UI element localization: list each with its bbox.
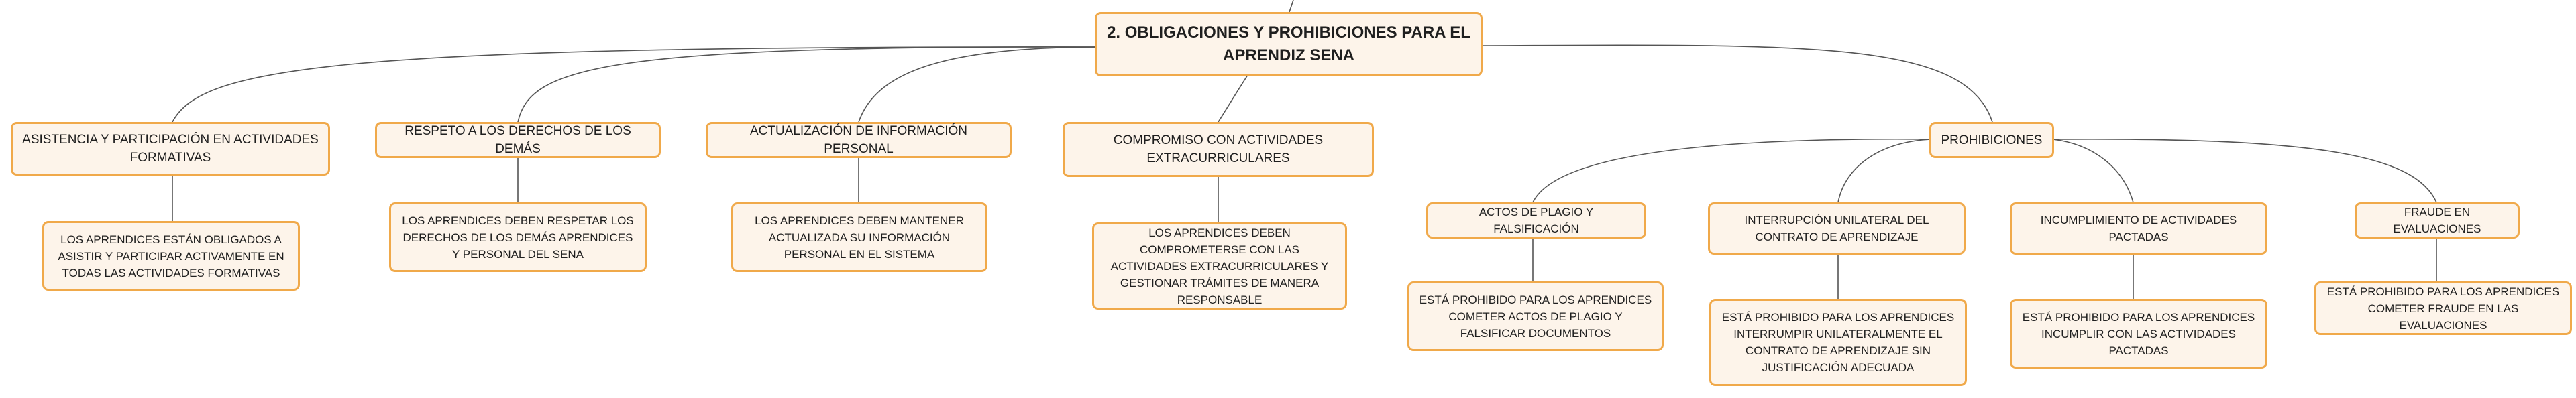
- branch-actualizacion[interactable]: ACTUALIZACIÓN DE INFORMACIÓN PERSONAL: [706, 122, 1012, 158]
- prohib-plagio[interactable]: ACTOS DE PLAGIO Y FALSIFICACIÓN: [1426, 202, 1646, 239]
- detail-fraude[interactable]: ESTÁ PROHIBIDO PARA LOS APRENDICES COMET…: [2314, 281, 2572, 335]
- edge-prohib-interrupcion: [1837, 139, 1931, 203]
- prohib-plagio-label: ACTOS DE PLAGIO Y FALSIFICACIÓN: [1479, 206, 1594, 235]
- root-label: 2. OBLIGACIONES Y PROHIBICIONES PARA EL …: [1107, 23, 1470, 64]
- detail-fraude-text: ESTÁ PROHIBIDO PARA LOS APRENDICES COMET…: [2326, 285, 2560, 332]
- detail-plagio[interactable]: ESTÁ PROHIBIDO PARA LOS APRENDICES COMET…: [1407, 281, 1664, 351]
- detail-asistencia[interactable]: LOS APRENDICES ESTÁN OBLIGADOS A ASISTIR…: [42, 221, 300, 291]
- branch-respeto[interactable]: RESPETO A LOS DERECHOS DE LOS DEMÁS: [375, 122, 661, 158]
- edge-top-stub: [1289, 0, 1294, 13]
- prohib-interrupcion[interactable]: INTERRUPCIÓN UNILATERAL DEL CONTRATO DE …: [1708, 202, 1966, 255]
- prohib-fraude[interactable]: FRAUDE EN EVALUACIONES: [2355, 202, 2520, 239]
- edge-root-compromiso: [1218, 74, 1248, 123]
- branch-prohibiciones-label: PROHIBICIONES: [1941, 133, 2043, 147]
- detail-plagio-text: ESTÁ PROHIBIDO PARA LOS APRENDICES COMET…: [1419, 293, 1652, 340]
- prohib-incumplimiento[interactable]: INCUMPLIMIENTO DE ACTIVIDADES PACTADAS: [2010, 202, 2267, 255]
- branch-respeto-label: RESPETO A LOS DERECHOS DE LOS DEMÁS: [405, 124, 631, 156]
- edge-prohib-incumplimiento: [2052, 139, 2134, 203]
- detail-interrupcion[interactable]: ESTÁ PROHIBIDO PARA LOS APRENDICES INTER…: [1709, 299, 1967, 386]
- branch-compromiso[interactable]: COMPROMISO CON ACTIVIDADES EXTRACURRICUL…: [1063, 122, 1374, 177]
- branch-asistencia[interactable]: ASISTENCIA Y PARTICIPACIÓN EN ACTIVIDADE…: [11, 122, 330, 176]
- detail-interrupcion-text: ESTÁ PROHIBIDO PARA LOS APRENDICES INTER…: [1721, 311, 1955, 374]
- branch-asistencia-label: ASISTENCIA Y PARTICIPACIÓN EN ACTIVIDADE…: [22, 133, 319, 165]
- detail-respeto[interactable]: LOS APRENDICES DEBEN RESPETAR LOS DERECH…: [389, 202, 647, 272]
- edge-prohib-plagio: [1532, 138, 1931, 203]
- detail-actualizacion[interactable]: LOS APRENDICES DEBEN MANTENER ACTUALIZAD…: [731, 202, 987, 272]
- detail-actualizacion-text: LOS APRENDICES DEBEN MANTENER ACTUALIZAD…: [755, 214, 964, 261]
- prohib-interrupcion-label: INTERRUPCIÓN UNILATERAL DEL CONTRATO DE …: [1744, 214, 1929, 243]
- detail-respeto-text: LOS APRENDICES DEBEN RESPETAR LOS DERECH…: [402, 214, 634, 261]
- edge-root-respeto: [517, 46, 1103, 123]
- prohib-fraude-label: FRAUDE EN EVALUACIONES: [2393, 206, 2481, 235]
- edge-prohib-fraude: [2052, 138, 2437, 203]
- edge-root-prohibiciones: [1482, 44, 1993, 123]
- detail-incumplimiento-text: ESTÁ PROHIBIDO PARA LOS APRENDICES INCUM…: [2022, 310, 2255, 357]
- detail-compromiso-text: LOS APRENDICES DEBEN COMPROMETERSE CON L…: [1110, 226, 1329, 306]
- detail-compromiso[interactable]: LOS APRENDICES DEBEN COMPROMETERSE CON L…: [1092, 222, 1347, 310]
- branch-prohibiciones[interactable]: PROHIBICIONES: [1929, 122, 2054, 158]
- edge-root-asistencia: [172, 46, 1103, 123]
- branch-compromiso-label: COMPROMISO CON ACTIVIDADES EXTRACURRICUL…: [1113, 133, 1324, 165]
- detail-incumplimiento[interactable]: ESTÁ PROHIBIDO PARA LOS APRENDICES INCUM…: [2010, 299, 2267, 369]
- branch-actualizacion-label: ACTUALIZACIÓN DE INFORMACIÓN PERSONAL: [749, 124, 968, 156]
- root-node[interactable]: 2. OBLIGACIONES Y PROHIBICIONES PARA EL …: [1095, 12, 1483, 76]
- detail-asistencia-text: LOS APRENDICES ESTÁN OBLIGADOS A ASISTIR…: [58, 233, 284, 279]
- edge-root-actualizacion: [858, 46, 1103, 123]
- prohib-incumplimiento-label: INCUMPLIMIENTO DE ACTIVIDADES PACTADAS: [2040, 214, 2237, 243]
